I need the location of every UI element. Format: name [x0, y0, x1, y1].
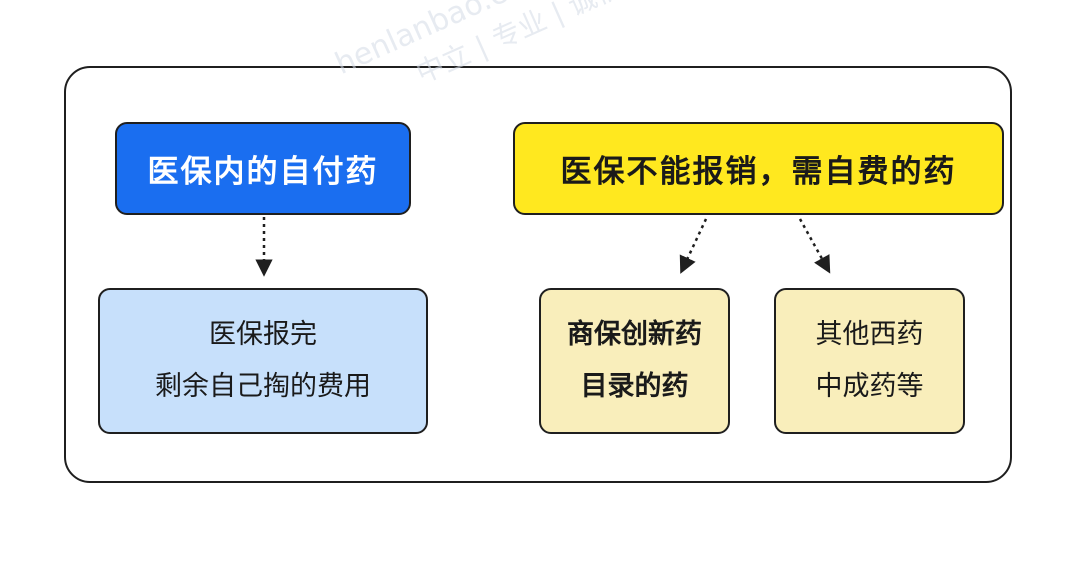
not-reimbursable-label: 医保不能报销，需自费的药 [560, 154, 957, 190]
self-pay-in-insurance-node: 医保内的自付药 [115, 122, 411, 215]
commercial-innovative-drug-node: 商保创新药 目录的药 [539, 288, 730, 434]
commercial-innovative-line2: 目录的药 [580, 371, 689, 402]
remaining-cost-line1: 医保报完 [209, 319, 317, 350]
other-drugs-line2: 中成药等 [815, 371, 924, 402]
other-drugs-node: 其他西药 中成药等 [774, 288, 965, 434]
other-drugs-line1: 其他西药 [815, 319, 924, 350]
remaining-cost-node: 医保报完 剩余自己掏的费用 [98, 288, 428, 434]
remaining-cost-line2: 剩余自己掏的费用 [155, 371, 371, 402]
self-pay-in-insurance-label: 医保内的自付药 [147, 154, 379, 190]
not-reimbursable-node: 医保不能报销，需自费的药 [513, 122, 1004, 215]
commercial-innovative-line1: 商保创新药 [567, 319, 702, 350]
